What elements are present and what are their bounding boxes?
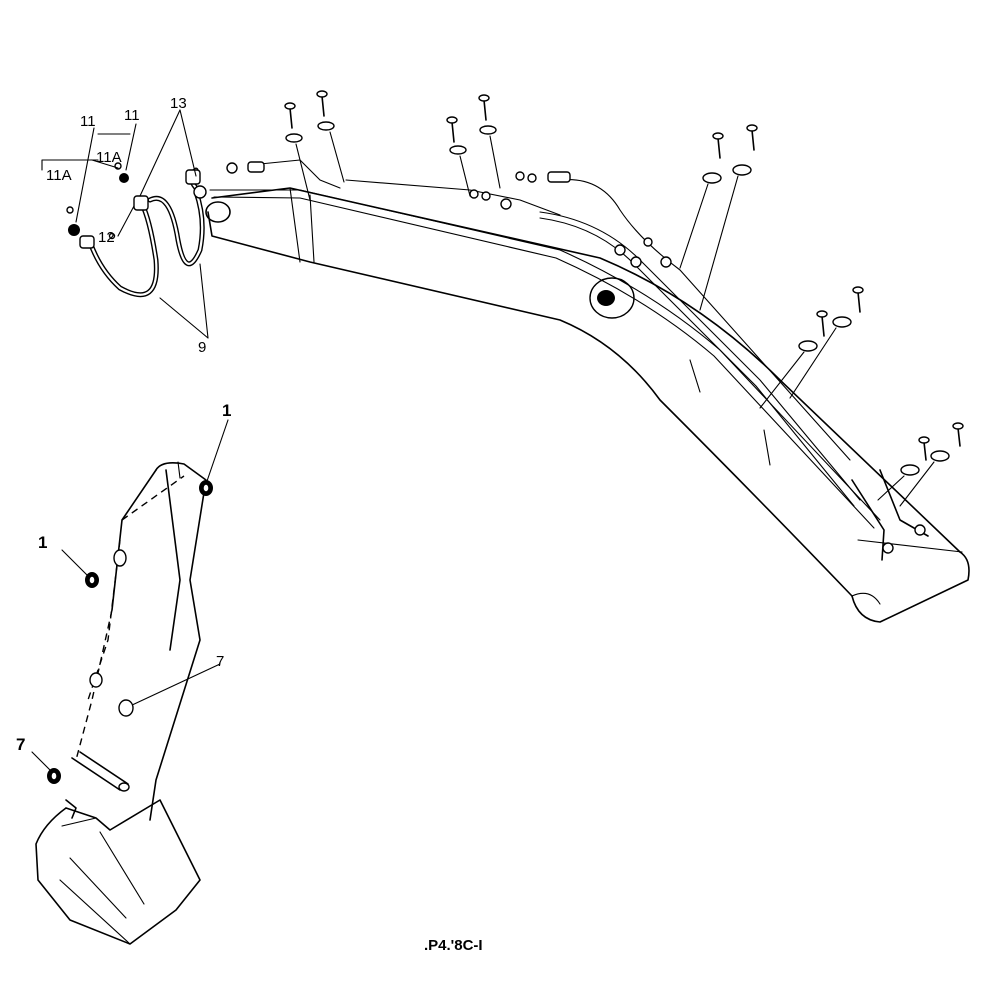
callout-11A-right: 11A — [96, 149, 122, 166]
callout-12: 12 — [98, 229, 115, 246]
bolt-group-4 — [759, 286, 864, 409]
flexible-hoses — [79, 161, 265, 298]
part-12 — [108, 232, 116, 240]
part-11-left — [68, 224, 80, 236]
hydraulic-tubes — [209, 159, 929, 561]
loose-fittings — [66, 162, 129, 240]
callout-9: 9 — [198, 339, 206, 356]
callout-7-left: 7 — [16, 735, 25, 754]
part-11-right — [119, 173, 129, 183]
clamp-bolts — [284, 90, 964, 507]
callout-11-right: 11 — [124, 107, 140, 124]
tube-fittings-mid — [469, 171, 672, 268]
callout-labels: 11 11 11A 11A 12 13 9 1 1 7 7 .P4.'8C-I — [16, 95, 483, 954]
bolt-group-2 — [446, 94, 501, 197]
part-11A-left — [66, 206, 74, 214]
boom-body — [205, 187, 970, 623]
leader-lines — [31, 109, 229, 773]
pin-parts — [47, 480, 213, 784]
bolt-group-5 — [877, 422, 964, 507]
callout-13: 13 — [170, 95, 187, 112]
part-7-mid — [118, 699, 134, 717]
bolt-group-3 — [679, 124, 758, 311]
callout-1-top: 1 — [222, 401, 231, 420]
callout-11A-left: 11A — [46, 167, 72, 184]
callout-1-left: 1 — [38, 533, 47, 552]
bolt-group-1 — [284, 90, 345, 201]
callout-11-left: 11 — [80, 113, 96, 130]
arm-and-bucket — [35, 461, 207, 945]
callout-7-mid: 7 — [216, 653, 224, 670]
figure-code: .P4.'8C-I — [424, 937, 483, 954]
